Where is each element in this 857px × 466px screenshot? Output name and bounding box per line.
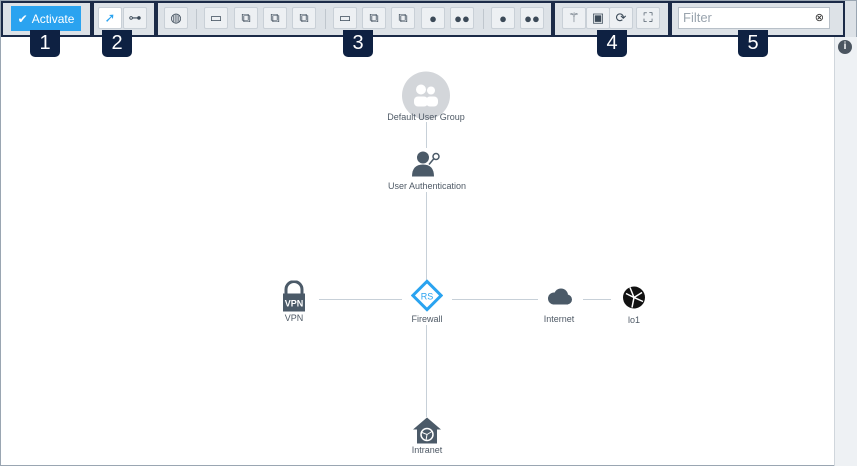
monitors-icon: ⧉ xyxy=(241,10,251,25)
node-intranet[interactable] xyxy=(412,417,442,450)
save-icon: ▣ xyxy=(591,10,605,25)
intranet-house-icon xyxy=(413,417,441,444)
node-firewall[interactable]: RS xyxy=(410,279,444,317)
activate-button[interactable]: ✔Activate xyxy=(11,6,81,31)
add-network-hosts-button[interactable]: ⧉ xyxy=(263,7,287,29)
edge xyxy=(426,192,427,284)
clear-filter-icon[interactable]: ⊗ xyxy=(814,12,824,24)
badge-2: 2 xyxy=(102,30,132,57)
badge-3: 3 xyxy=(343,30,373,57)
wizard-button[interactable]: ⚚ xyxy=(562,7,586,29)
svg-text:RS: RS xyxy=(421,292,434,302)
badge-4: 4 xyxy=(597,30,627,57)
globe-network-icon xyxy=(623,286,645,309)
edge xyxy=(452,299,538,300)
edge xyxy=(583,299,611,300)
add-host-button[interactable]: ▭ xyxy=(204,7,228,29)
label-user-authentication: User Authentication xyxy=(387,181,467,191)
toolbar: ✔Activate ➚ ⊶ ◍ ▭ ⧉ ⧉ ⧉ ▭ ⧉ ⧉ ● ●● ● ●● … xyxy=(1,1,856,37)
cloud-icon xyxy=(548,288,572,305)
monitors-lock-icon: ⧉ xyxy=(369,10,379,25)
svg-text:VPN: VPN xyxy=(285,299,304,309)
label-intranet: Intranet xyxy=(411,445,443,455)
separator xyxy=(196,9,197,29)
refresh-button[interactable]: ⟳ xyxy=(609,7,633,29)
add-ip-range-button[interactable]: ⧉ xyxy=(292,7,316,29)
add-locked-host-group-button[interactable]: ⧉ xyxy=(362,7,386,29)
edge xyxy=(426,122,427,148)
separator xyxy=(325,9,326,29)
user-icon: ● xyxy=(499,10,507,26)
add-host-group-button[interactable]: ⧉ xyxy=(234,7,258,29)
monitor-icon: ▭ xyxy=(209,10,223,25)
node-user-authentication[interactable] xyxy=(411,151,441,182)
node-internet[interactable] xyxy=(545,288,573,311)
node-vpn[interactable]: VPN xyxy=(281,280,307,318)
edge xyxy=(426,325,427,417)
node-default-user-group[interactable] xyxy=(402,71,450,125)
users-icon: ●● xyxy=(524,10,540,26)
label-default-user-group: Default User Group xyxy=(387,112,465,122)
add-locked-user-button[interactable]: ● xyxy=(421,7,445,29)
node-lo1[interactable] xyxy=(622,286,646,315)
info-icon[interactable]: i xyxy=(838,40,852,54)
label-firewall: Firewall xyxy=(411,314,443,324)
network-monitors-icon: ⧉ xyxy=(270,10,280,25)
check-icon: ✔ xyxy=(17,11,28,26)
monitor-stack-icon: ⧉ xyxy=(299,10,309,25)
users-lock-icon: ●● xyxy=(454,10,470,26)
save-button[interactable]: ▣ xyxy=(586,7,610,29)
badge-1: 1 xyxy=(30,30,60,57)
refresh-icon: ⟳ xyxy=(615,10,627,25)
separator xyxy=(483,9,484,29)
select-pointer-button[interactable]: ➚ xyxy=(98,7,122,29)
monitor-lock-icon: ▭ xyxy=(338,10,352,25)
vpn-lock-icon: VPN xyxy=(283,280,305,312)
label-lo1: lo1 xyxy=(627,315,641,325)
user-group-icon xyxy=(402,71,450,120)
add-user-group-button[interactable]: ●● xyxy=(520,7,544,29)
network-lock-icon: ⧉ xyxy=(398,10,408,25)
filter-input[interactable]: Filter⊗ xyxy=(678,7,830,29)
user-lock-icon: ● xyxy=(429,10,437,26)
add-locked-host-button[interactable]: ▭ xyxy=(333,7,357,29)
badge-5: 5 xyxy=(738,30,768,57)
fit-screen-icon: ⛶ xyxy=(643,10,653,25)
add-user-button[interactable]: ● xyxy=(491,7,515,29)
add-locked-network-button[interactable]: ⧉ xyxy=(391,7,415,29)
add-network-button[interactable]: ◍ xyxy=(164,7,188,29)
globe-icon: ◍ xyxy=(170,10,182,25)
side-panel-strip xyxy=(834,37,857,466)
fit-view-button[interactable]: ⛶ xyxy=(636,7,660,29)
label-vpn: VPN xyxy=(284,313,304,323)
firewall-router-icon: RS xyxy=(410,279,444,312)
user-key-icon xyxy=(412,151,440,177)
magic-wand-icon: ⚚ xyxy=(568,10,580,25)
add-locked-user-group-button[interactable]: ●● xyxy=(450,7,474,29)
connect-tool-button[interactable]: ⊶ xyxy=(123,7,147,29)
edge xyxy=(319,299,402,300)
connect-icon: ⊶ xyxy=(128,10,142,25)
label-internet: Internet xyxy=(543,314,575,324)
